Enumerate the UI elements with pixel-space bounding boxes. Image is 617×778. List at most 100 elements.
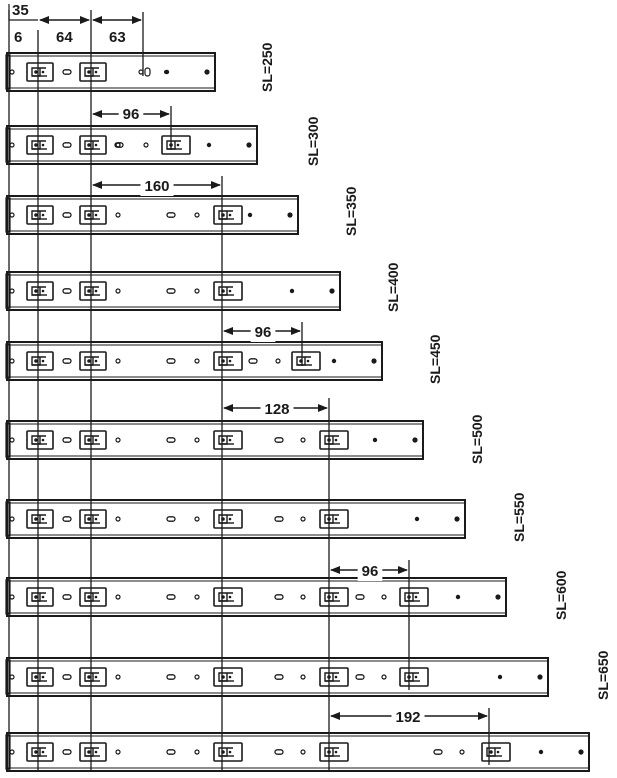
mounting-slot [79, 281, 107, 301]
slot-screw [87, 213, 91, 217]
mounting-slot [79, 587, 107, 607]
rail [5, 341, 383, 381]
slot-screw [228, 675, 232, 679]
dimension-label-background [357, 562, 383, 581]
oval-hole [166, 516, 176, 522]
oval-hole [62, 142, 72, 148]
slot-screw [94, 359, 98, 363]
round-hole [9, 69, 15, 75]
slot-screw [94, 517, 98, 521]
rail [5, 732, 590, 772]
slot-screw [94, 438, 98, 442]
slot-screw [228, 517, 232, 521]
rails-layer [5, 52, 590, 772]
slot-screw [496, 750, 500, 754]
round-hole [578, 749, 584, 755]
top-dimension-6: 6 [14, 29, 22, 46]
round-hole [300, 594, 306, 600]
round-hole [459, 749, 465, 755]
slot-screw [34, 143, 38, 147]
slot-screw [94, 143, 98, 147]
slot-screw [41, 213, 45, 217]
round-hole [381, 674, 387, 680]
rail [5, 657, 549, 697]
dimension-label-background [250, 323, 276, 342]
round-hole [455, 594, 461, 600]
oval-hole [62, 288, 72, 294]
mounting-slot [161, 135, 191, 155]
rail-label: SL=300 [305, 116, 321, 166]
mounting-slot [79, 351, 107, 371]
slot-screw [41, 517, 45, 521]
slot-screw [41, 750, 45, 754]
spacing-dimension-96: 96 [362, 563, 379, 580]
slot-screw [34, 359, 38, 363]
round-hole [537, 674, 543, 680]
oval-hole [166, 749, 176, 755]
round-hole [9, 142, 15, 148]
oval-hole [274, 594, 284, 600]
slot-screw [87, 438, 91, 442]
oval-hole [144, 67, 151, 77]
mounting-slot [213, 667, 243, 687]
oval-hole [433, 749, 443, 755]
oval-hole [248, 358, 258, 364]
slot-screw [87, 595, 91, 599]
round-hole [194, 288, 200, 294]
rail-label: SL=600 [553, 570, 569, 620]
rail-body [6, 195, 299, 235]
slot-screw [87, 143, 91, 147]
slot-screw [228, 595, 232, 599]
mounting-slot [26, 351, 54, 371]
mounting-slot [213, 587, 243, 607]
slot-screw [41, 675, 45, 679]
rail-label: SL=500 [469, 414, 485, 464]
mounting-slot [26, 509, 54, 529]
slot-screw [41, 70, 45, 74]
round-hole [194, 516, 200, 522]
slot-screw [34, 517, 38, 521]
oval-hole [62, 516, 72, 522]
slot-screw [334, 750, 338, 754]
round-hole [115, 358, 121, 364]
round-hole [9, 358, 15, 364]
round-hole [115, 674, 121, 680]
top-dimension-35: 35 [12, 2, 29, 19]
round-hole [164, 69, 170, 75]
round-hole [287, 212, 293, 218]
round-hole [289, 288, 295, 294]
oval-hole [166, 674, 176, 680]
spacing-dimension-128: 128 [264, 401, 289, 418]
rail-label: SL=650 [595, 650, 611, 700]
rail-body [6, 52, 216, 92]
slot-screw [87, 70, 91, 74]
slot-screw [34, 438, 38, 442]
slot-screw [489, 750, 493, 754]
slot-screw [34, 675, 38, 679]
round-hole [9, 516, 15, 522]
mounting-slot [26, 742, 54, 762]
oval-hole [355, 674, 365, 680]
rail [5, 499, 466, 539]
rail-body [6, 499, 466, 539]
mounting-slot [79, 742, 107, 762]
mounting-slot [26, 281, 54, 301]
mounting-slot [319, 509, 349, 529]
round-hole [381, 594, 387, 600]
dimension-label-background [140, 177, 174, 196]
spacing-dimension-96: 96 [123, 106, 140, 123]
round-hole [246, 142, 252, 148]
mounting-slot [79, 509, 107, 529]
oval-hole [166, 358, 176, 364]
round-hole [206, 142, 212, 148]
mounting-slot [213, 351, 243, 371]
mounting-slot [79, 430, 107, 450]
rail [5, 271, 341, 311]
rail-label: SL=400 [385, 262, 401, 312]
mounting-slot [481, 742, 511, 762]
oval-hole [62, 358, 72, 364]
rail [5, 420, 424, 460]
round-hole [9, 594, 15, 600]
round-hole [115, 142, 121, 148]
